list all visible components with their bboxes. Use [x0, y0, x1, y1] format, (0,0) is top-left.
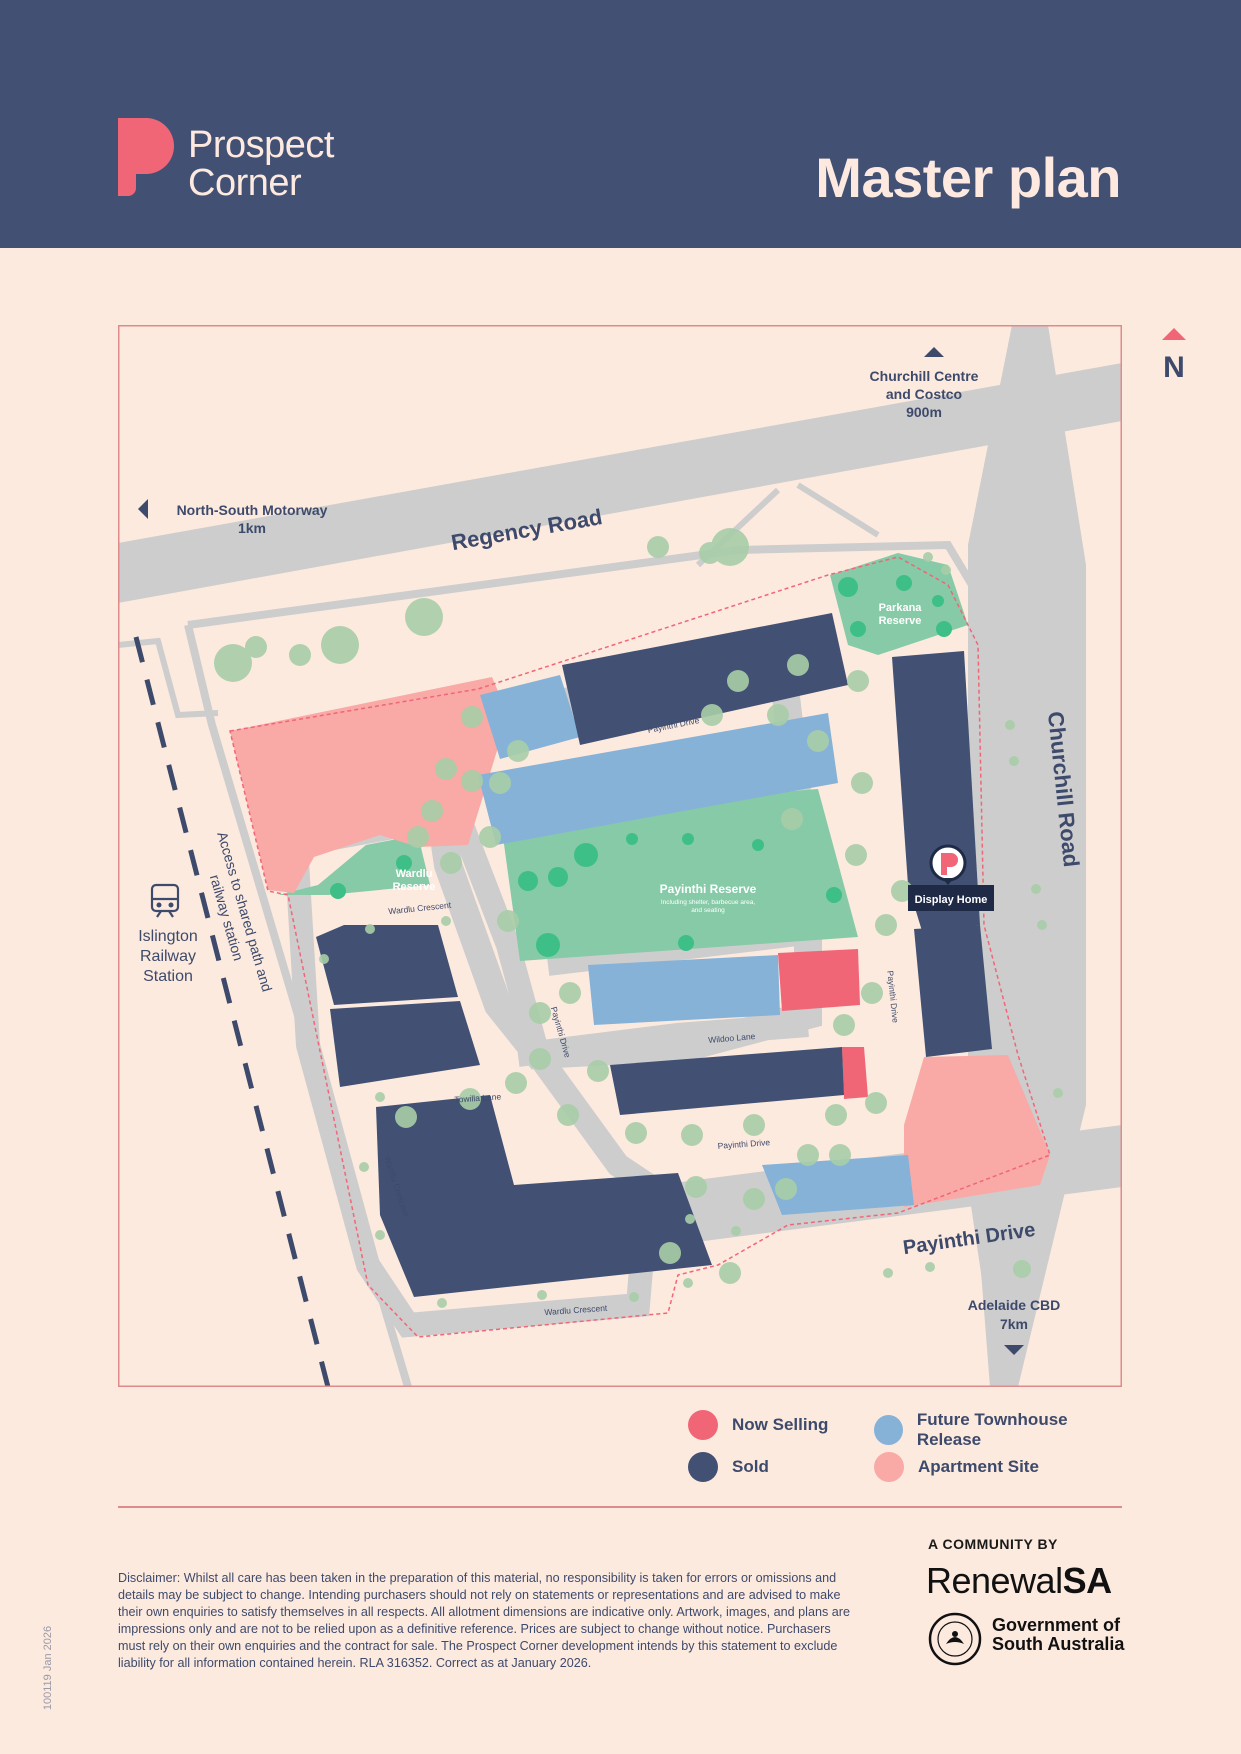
legend-sold: Sold [688, 1452, 769, 1482]
sold-southwest [376, 1095, 712, 1297]
south-arrow-icon [1004, 1345, 1024, 1355]
station-line3: Station [143, 968, 193, 985]
future-townhouse-southeast [762, 1155, 914, 1215]
trees-decor [214, 528, 1063, 1308]
community-by-label: A COMMUNITY BY [928, 1536, 1058, 1552]
legend-apartment-site: Apartment Site [874, 1452, 1039, 1482]
master-plan-map: Regency Road Churchill Road Payinthi Dri… [118, 325, 1122, 1387]
trees-accent [330, 575, 952, 957]
logo-wordmark: Prospect Corner [188, 126, 334, 202]
churchill-centre-line2: and Costco [886, 386, 962, 402]
now-selling-lot-1 [778, 949, 860, 1011]
train-icon [150, 883, 180, 918]
north-indicator: N [1160, 326, 1188, 385]
parkana-reserve-line1: Parkana [879, 602, 923, 614]
payinthi-reserve [500, 789, 858, 961]
wardlu-reserve-line2: Reserve [393, 881, 436, 893]
map-legend: Now Selling Future Townhouse Release Sol… [688, 1410, 1128, 1500]
sold-north [562, 613, 848, 745]
legend-future-townhouse: Future Townhouse Release [874, 1410, 1128, 1450]
display-home-label: Display Home [915, 894, 988, 906]
parkana-reserve-line2: Reserve [879, 615, 922, 627]
legend-label-now-selling: Now Selling [732, 1415, 829, 1434]
legend-swatch-now-selling [688, 1410, 718, 1440]
gov-line-1: Government of [992, 1615, 1121, 1635]
sa-government-wordmark: Government of South Australia [992, 1616, 1124, 1654]
motorway-line1: North-South Motorway [177, 502, 328, 518]
sold-east-lower [914, 925, 992, 1057]
footer-divider [118, 1506, 1122, 1508]
future-townhouse-south [588, 955, 780, 1025]
apartment-site-west [230, 677, 508, 893]
payinthi-reserve-note-1: Including shelter, barbecue area, [661, 899, 756, 906]
west-arrow-icon [138, 499, 148, 519]
churchill-centre-line1: Churchill Centre [870, 368, 979, 384]
logo-line-2: Corner [188, 162, 302, 204]
page-title: Master plan [815, 146, 1121, 209]
development-boundary [229, 556, 1051, 1338]
legend-swatch-future-townhouse [874, 1415, 903, 1445]
sold-central-south [610, 1047, 844, 1115]
document-code: 100119 Jan 2026 [42, 1625, 54, 1711]
payinthi-reserve-note-2: and seating [691, 907, 725, 914]
street-payinthi-south: Payinthi Drive [717, 1137, 770, 1151]
sold-west-1 [316, 925, 458, 1005]
renewal-sa-bold: SA [1062, 1560, 1113, 1601]
station-line1: Islington [138, 928, 198, 945]
legend-swatch-sold [688, 1452, 718, 1482]
legend-label-sold: Sold [732, 1457, 769, 1476]
renewal-sa-logo: RenewalSA [926, 1560, 1112, 1602]
legend-now-selling: Now Selling [688, 1410, 828, 1440]
wardlu-reserve [278, 835, 430, 895]
now-selling-lot-2 [842, 1047, 868, 1099]
logo-line-1: Prospect [188, 124, 334, 166]
legend-label-apartment-site: Apartment Site [918, 1457, 1039, 1476]
disclaimer-text: Disclaimer: Whilst all care has been tak… [118, 1571, 850, 1670]
sold-west-2 [330, 1001, 480, 1087]
future-townhouse-north [480, 675, 580, 759]
renewal-sa-light: Renewal [926, 1560, 1063, 1601]
regency-road [118, 363, 1122, 603]
header-banner: Prospect Corner Master plan [0, 0, 1241, 248]
wardlu-reserve-line1: Wardlu [396, 868, 433, 880]
display-home-marker[interactable]: Display Home [908, 844, 994, 911]
north-arrow-icon [924, 347, 944, 357]
north-pointer-icon [1162, 328, 1186, 340]
street-wildoo-lane: Wildoo Lane [708, 1031, 756, 1045]
legend-label-future-townhouse: Future Townhouse Release [916, 1410, 1068, 1449]
motorway-line2: 1km [238, 520, 266, 536]
adelaide-line1: Adelaide CBD [968, 1297, 1061, 1313]
churchill-centre-line3: 900m [906, 404, 942, 420]
future-townhouse-central [478, 713, 838, 845]
north-label: N [1163, 351, 1185, 384]
payinthi-reserve-label: Payinthi Reserve [660, 882, 757, 896]
legend-swatch-apartment-site [874, 1452, 904, 1482]
street-towilla-lane: Towilla Lane [454, 1091, 502, 1104]
gov-line-2: South Australia [992, 1634, 1125, 1654]
street-wardlu-south: Wardlu Crescent [544, 1303, 608, 1317]
station-line2: Railway [140, 948, 196, 965]
sa-government-seal-icon [928, 1612, 982, 1666]
prospect-corner-logo-icon [118, 118, 174, 196]
adelaide-line2: 7km [1000, 1316, 1028, 1332]
